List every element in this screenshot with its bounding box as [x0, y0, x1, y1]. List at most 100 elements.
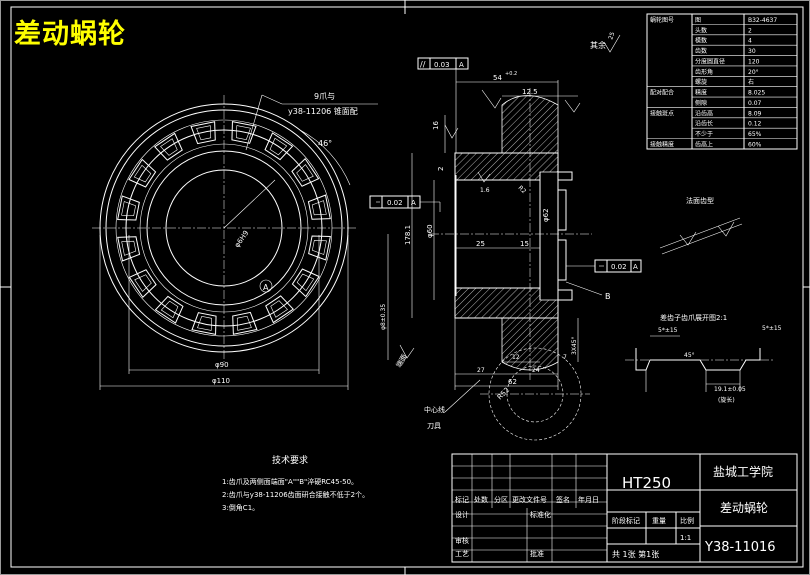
dia-inner-dim: φ90 [215, 361, 229, 369]
dim-7: 7 [563, 354, 567, 361]
param-cell-12-0: 接触精度 [650, 141, 674, 149]
detail-title: 差齿子齿爪展开图2:1 [660, 313, 727, 322]
tooth-ring [117, 121, 331, 335]
tol1-value: 0.02 [387, 199, 403, 207]
dim-2: 2 [437, 167, 445, 171]
h-zone: 分区 [494, 495, 508, 504]
param-cell-7-1: 精度 [695, 89, 707, 97]
param-cell-1-1: 头数 [695, 26, 707, 34]
h-approve: 批准 [530, 549, 544, 558]
dia-60: φ60 [426, 224, 434, 238]
param-cell-8-2: 0.07 [748, 100, 762, 107]
param-cell-5-1: 齿形角 [695, 68, 713, 76]
leader-label: 9爪与 [314, 92, 335, 101]
tooth [128, 269, 157, 298]
param-cell-0-0: 蜗轮图号 [650, 16, 674, 24]
tol1-datum: A [411, 199, 416, 207]
detail-view: 差齿子齿爪展开图2:1 5*±15 5*±15 45° 19.1±0.05 (旋… [625, 313, 782, 404]
tooth [264, 132, 294, 161]
param-cell-10-1: 沿齿长 [695, 120, 713, 128]
width-125: 12.5 [522, 88, 538, 96]
dia-178: 178.1 [404, 225, 412, 245]
r2-label: R2 [517, 184, 528, 195]
dim-16: 16 [432, 121, 440, 130]
param-cell-9-0: 接触斑点 [650, 109, 674, 117]
dim-12: 12 [512, 354, 520, 361]
tooth [231, 121, 257, 144]
detail-note: (旋长) [718, 396, 735, 404]
detail-left-chamfer: 5*±15 [658, 327, 678, 334]
rest-finish: 其余 25 [590, 31, 621, 53]
tooth [154, 132, 183, 161]
tooth [191, 312, 217, 335]
flatness-tol: 0.03 [434, 61, 450, 69]
dim-27: 27 [477, 367, 485, 374]
tooth-section-label: 法面齿型 [686, 196, 714, 205]
h-std: 标准化 [530, 510, 551, 519]
param-cell-11-2: 65% [748, 131, 762, 138]
h-change: 更改文件号 [512, 495, 547, 504]
detail-width: 19.1±0.05 [714, 386, 746, 393]
tooth-section: 法面齿型 [659, 196, 743, 255]
h-date: 年月日 [578, 495, 599, 504]
tooth [307, 194, 331, 220]
dia-outer-dim: φ110 [212, 377, 230, 385]
param-cell-11-1: 不少于 [695, 131, 713, 138]
section-view: R52 // 0.03 A 54 +0.2 12.5 16 2 1.6 R2 0… [369, 57, 642, 441]
tooth [308, 235, 331, 261]
detail-right-chamfer: 5*±15 [762, 325, 782, 332]
tooth [291, 158, 320, 187]
param-cell-10-2: 0.12 [748, 121, 762, 128]
param-cell-2-1: 模数 [695, 37, 707, 45]
rest-finish-value: 25 [607, 31, 616, 41]
param-cell-0-1: 图 [695, 17, 701, 24]
tech-requirements: 技术要求 1:齿爪及两侧面端面"A""B"淬硬RC45-50。 2:齿爪与y38… [222, 454, 369, 512]
tooth [265, 295, 294, 324]
param-cell-6-2: 右 [748, 78, 754, 86]
tech-item-1: 1:齿爪及两侧面端面"A""B"淬硬RC45-50。 [222, 477, 358, 486]
tooth [232, 311, 258, 335]
param-cell-5-2: 20° [748, 69, 759, 76]
h-process: 工艺 [455, 550, 469, 558]
drawing-number: Y38-11016 [704, 540, 776, 555]
part-name: 差动蜗轮 [720, 500, 768, 515]
dim-25: 25 [476, 240, 485, 248]
front-view: A φ6H9 9爪与 y38-11206 锥面配 46° φ90 φ110 [92, 92, 378, 390]
width-54-tol: +0.2 [505, 71, 517, 77]
param-cell-7-0: 配对配合 [650, 89, 674, 97]
tooth [154, 295, 184, 324]
title-block: HT250 盐城工学院 差动蜗轮 Y38-11016 1:1 共 1张 第1张 … [451, 453, 798, 563]
tech-item-3: 3:倒角C1。 [222, 503, 259, 512]
flatness-datum: A [459, 61, 464, 69]
param-cell-9-1: 沿齿高 [695, 109, 713, 117]
scale-value: 1:1 [680, 534, 691, 542]
param-cell-12-1: 齿高上 [695, 141, 713, 149]
tooth [117, 195, 140, 221]
param-cell-7-2: 8.025 [748, 90, 765, 97]
h-stage: 阶段标记 [612, 516, 640, 525]
h-scale: 比例 [680, 516, 694, 525]
tol2-datum: A [633, 263, 638, 271]
tooth [128, 158, 157, 188]
point-a-label: A [263, 283, 269, 292]
h-weight: 重量 [652, 517, 666, 525]
sheets-value: 共 1张 第1张 [612, 549, 659, 559]
dim-35: φ8±0.35 [380, 304, 387, 330]
tooth [117, 236, 141, 262]
tool-label: 刀具 [427, 422, 441, 430]
param-cell-8-1: 侧隙 [695, 99, 707, 107]
hole-dim: φ6H9 [233, 229, 250, 249]
center-line-label: 中心线 [424, 405, 445, 414]
inner-border [10, 6, 804, 568]
material: HT250 [622, 474, 671, 492]
h-sign: 签名 [556, 495, 570, 504]
rest-finish-label: 其余 [590, 40, 606, 50]
param-cell-3-2: 30 [748, 48, 756, 55]
param-cell-9-2: 8.09 [748, 110, 762, 117]
h-count: 处数 [474, 495, 488, 504]
param-cell-4-2: 120 [748, 58, 760, 65]
param-cell-3-1: 齿数 [695, 47, 707, 55]
param-cell-4-1: 分度圆直径 [695, 57, 725, 65]
tooth [291, 268, 320, 298]
